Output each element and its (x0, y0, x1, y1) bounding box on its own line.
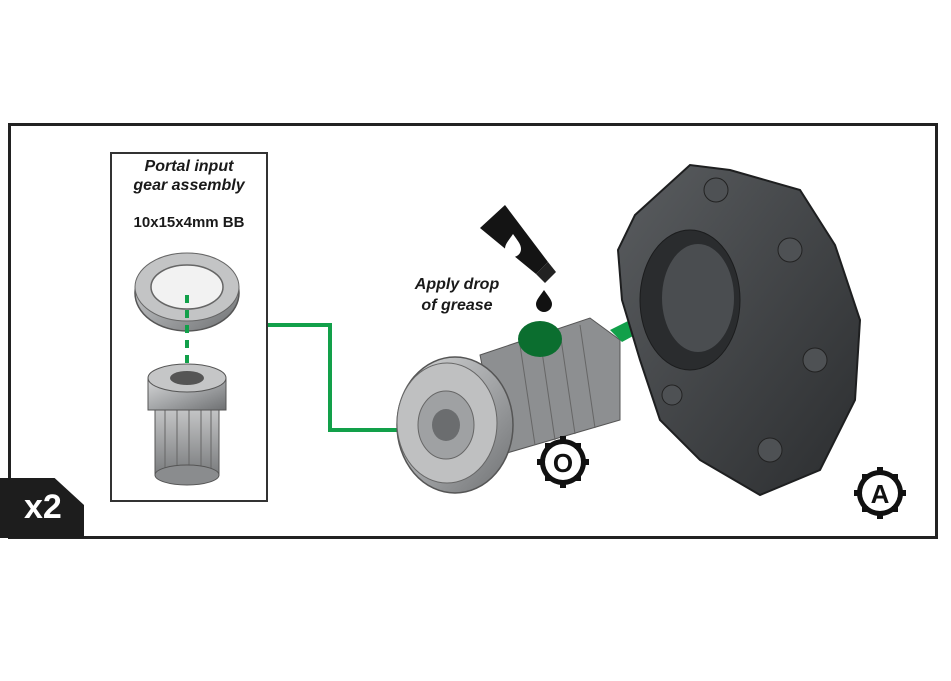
assembled-input-gear (396, 317, 621, 494)
badge-housing-letter: A (871, 479, 890, 509)
grease-tube-icon (480, 205, 556, 283)
bearing-size-label: 10x15x4mm BB (133, 214, 245, 231)
portal-housing (616, 163, 862, 497)
quantity-badge: x2 (0, 478, 84, 538)
grease-note-line2: of grease (421, 297, 493, 314)
inset-title-line2: gear assembly (133, 177, 245, 194)
leader-line (268, 323, 445, 432)
oil-drop-icon (536, 290, 552, 312)
gear-badge-icon: A (854, 467, 906, 519)
bearing-10x15x4 (134, 252, 240, 332)
grease-blob (518, 321, 562, 357)
grease-note-line1: Apply drop (414, 276, 500, 293)
gear-badge-icon: O (537, 436, 589, 488)
input-gear (147, 363, 227, 486)
inset-title-line1: Portal input (144, 158, 234, 175)
badge-part-letter: O (553, 448, 573, 478)
